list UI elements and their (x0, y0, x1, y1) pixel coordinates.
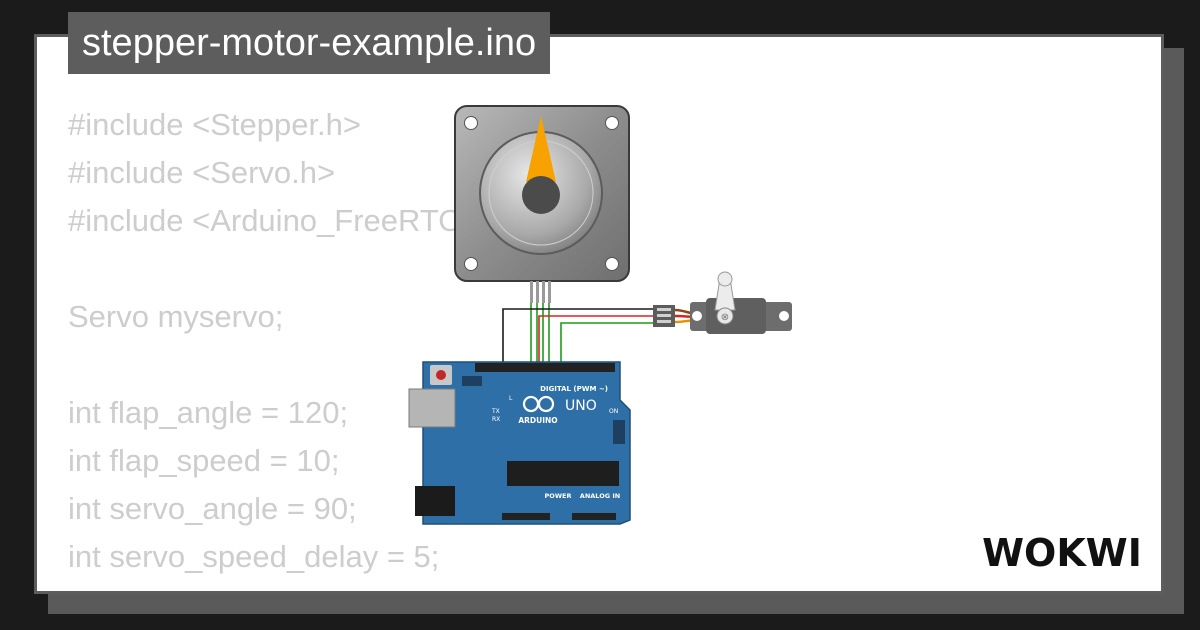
led-on-label: ON (609, 408, 618, 415)
code-line-5: Servo myservo; (68, 299, 284, 334)
stepper-motor-icon[interactable] (454, 105, 630, 303)
code-line-7: int flap_angle = 120; (68, 395, 349, 430)
arduino-uno-icon[interactable]: DIGITAL (PWM ~) POWER ANALOG IN L TX RX … (408, 361, 631, 525)
stepper-pointer-icon (526, 116, 556, 182)
led-tx-label: TX (491, 408, 500, 415)
servo-motor-icon[interactable]: ⊗ (653, 271, 792, 334)
code-line-8: int flap_speed = 10; (68, 443, 340, 478)
code-line-2: #include <Servo.h> (68, 155, 336, 190)
code-line-1: #include <Stepper.h> (68, 107, 362, 142)
wokwi-logo[interactable]: WOKWI (972, 522, 1152, 580)
power-header-label: POWER (545, 492, 572, 500)
board-brand-label: ARDUINO (518, 416, 557, 425)
analog-header-label: ANALOG IN (580, 492, 620, 500)
code-line-10: int servo_speed_delay = 5; (68, 539, 440, 574)
project-title[interactable]: stepper-motor-example.ino (68, 12, 551, 74)
digital-header-label: DIGITAL (PWM ~) (540, 385, 608, 393)
code-line-9: int servo_angle = 90; (68, 491, 357, 526)
wokwi-logo-text: WOKWI (982, 531, 1142, 575)
led-rx-label: RX (492, 416, 500, 423)
led-l-label: L (509, 395, 513, 402)
board-model-label: UNO (565, 398, 597, 414)
svg-text:⊗: ⊗ (721, 312, 729, 323)
